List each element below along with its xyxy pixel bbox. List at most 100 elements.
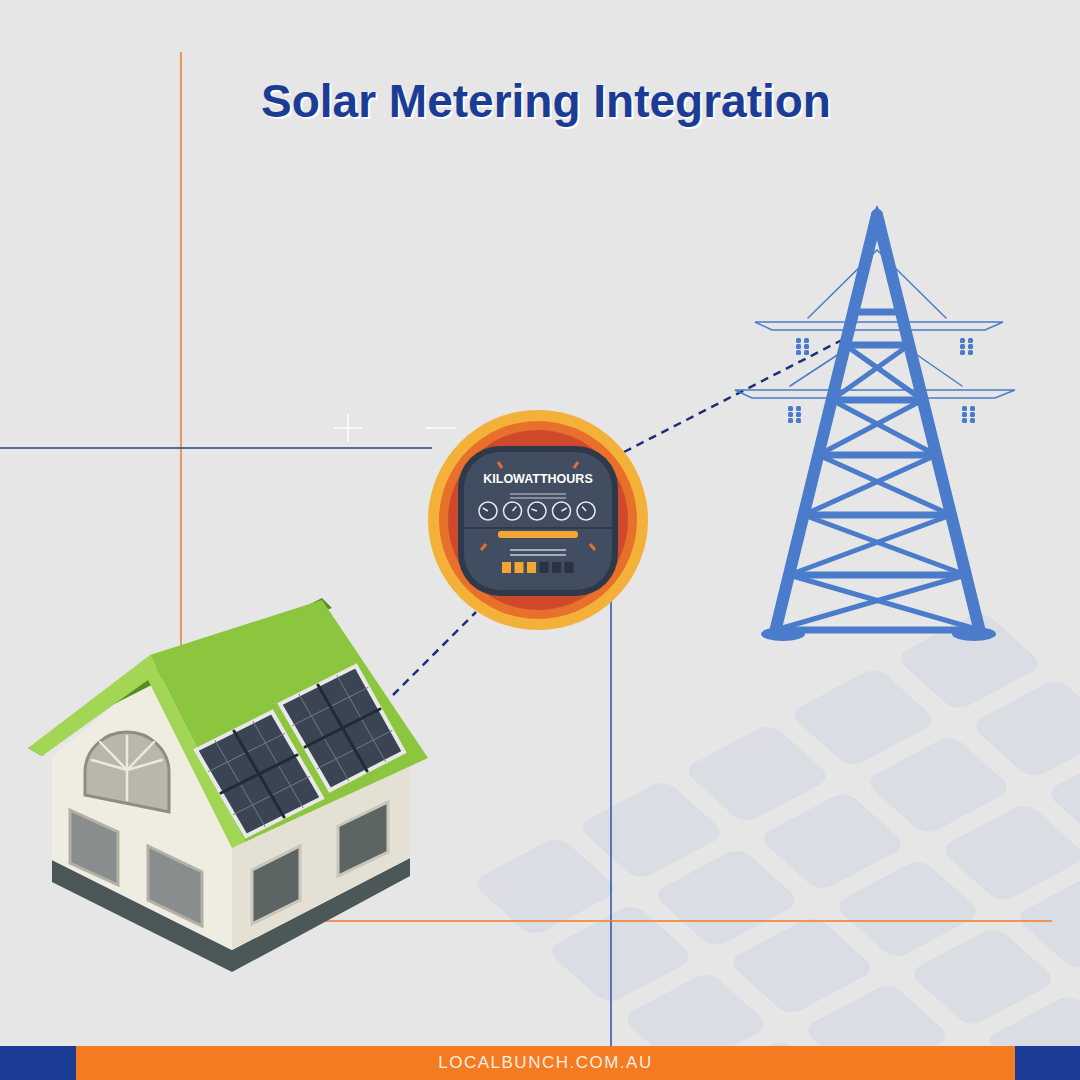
meter-tick — [498, 462, 502, 468]
meter-ring — [439, 421, 637, 619]
footer-band: LOCALBUNCH.COM.AU — [76, 1046, 1015, 1080]
tower-bar — [818, 452, 936, 459]
meter-rule — [510, 554, 566, 556]
cross-mark — [426, 427, 456, 429]
window — [148, 846, 202, 926]
dashed-wires — [393, 340, 842, 695]
tower-bar — [832, 397, 923, 404]
tower-brace — [845, 345, 922, 400]
meter-digit — [515, 562, 524, 573]
meter-face-rim — [458, 446, 618, 596]
meter-dial-gauge — [553, 502, 571, 520]
tower-brace — [804, 515, 966, 575]
meter-dial-gauge — [577, 502, 595, 520]
tower-brace — [789, 515, 951, 575]
meter-digit — [527, 562, 536, 573]
tower-crossarm — [755, 322, 1003, 330]
arch-window — [85, 732, 169, 812]
tower-brace — [804, 455, 937, 515]
tower-brace — [789, 575, 980, 630]
solar-panel — [280, 666, 404, 790]
meter-rule — [510, 497, 566, 499]
insulator — [960, 350, 965, 355]
guide-line — [180, 52, 182, 690]
meter-tick — [574, 462, 578, 468]
dashed-wire — [393, 612, 476, 695]
insulator — [962, 418, 967, 423]
insulator — [962, 412, 967, 417]
panel-texture — [470, 610, 1080, 1080]
meter-digit — [540, 562, 549, 573]
insulator — [968, 344, 973, 349]
texture-tile — [969, 677, 1080, 779]
guide-lines — [0, 52, 1052, 1046]
panel-grid — [221, 755, 297, 793]
tower-brace — [818, 455, 951, 515]
meter-dial-gauge — [528, 502, 546, 520]
insulator — [962, 406, 967, 411]
insulator — [796, 418, 801, 423]
insulator — [804, 344, 809, 349]
dashed-wire — [624, 340, 842, 452]
meter-digit — [565, 562, 574, 573]
solar-house — [28, 598, 428, 972]
insulator — [796, 344, 801, 349]
insulator — [968, 350, 973, 355]
tower-brace — [832, 345, 909, 400]
texture-tile — [1045, 745, 1080, 847]
guide-line — [0, 447, 432, 449]
tower-bar — [775, 627, 979, 634]
meter-needle — [513, 506, 517, 511]
cross-mark — [334, 414, 362, 442]
tower-foot — [952, 627, 996, 641]
guide-line — [610, 600, 612, 1046]
meter-rule — [510, 549, 566, 551]
insulator — [788, 406, 793, 411]
window — [70, 810, 118, 885]
guide-line — [300, 920, 1052, 922]
panel-grid — [305, 709, 380, 747]
tower-bar — [845, 342, 909, 349]
insulator — [804, 338, 809, 343]
insulator — [796, 338, 801, 343]
meter-digit — [552, 562, 561, 573]
panel-frame — [305, 709, 380, 747]
meter-dial-gauge — [479, 502, 497, 520]
insulator — [796, 412, 801, 417]
diagram-title: Solar Metering Integration — [146, 74, 946, 128]
meter-digit — [502, 562, 511, 573]
tower-brace — [832, 400, 937, 455]
insulator — [788, 418, 793, 423]
tower-bar — [789, 572, 966, 579]
meter-divider — [464, 527, 612, 529]
tower-peak — [869, 205, 885, 222]
insulator — [960, 344, 965, 349]
tower-brace — [845, 345, 922, 400]
insulator — [970, 412, 975, 417]
meter-shape — [428, 410, 648, 630]
meter-dial-gauge — [504, 502, 522, 520]
meter-dial: KILOWATTHOURS — [428, 410, 648, 630]
insulator — [788, 412, 793, 417]
tower-brace — [818, 400, 922, 455]
meter-rule — [510, 493, 566, 495]
tower-bar — [804, 512, 951, 519]
meter-needle — [531, 509, 537, 511]
panel-frame — [221, 755, 297, 793]
tower-bar — [853, 309, 901, 316]
meter-needle — [483, 508, 488, 511]
insulator — [796, 406, 801, 411]
insulator — [970, 418, 975, 423]
transmission-tower — [735, 205, 1015, 641]
window-bar — [100, 742, 127, 770]
tower-leg — [877, 215, 980, 632]
meter-needle — [562, 508, 567, 511]
meter-bar — [498, 531, 578, 538]
footer-end — [1015, 1046, 1080, 1080]
window — [252, 846, 300, 924]
tower-brace — [775, 575, 965, 630]
window — [338, 802, 388, 876]
insulator — [968, 338, 973, 343]
